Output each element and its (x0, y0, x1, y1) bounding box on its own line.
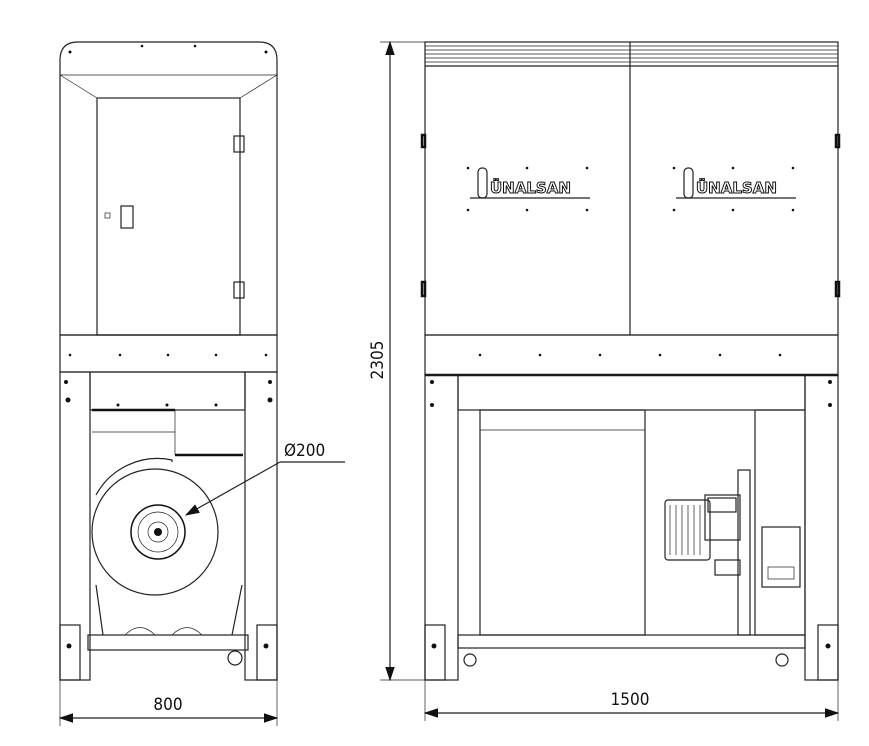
access-door (96, 97, 241, 336)
front-leg-left (424, 374, 459, 681)
hinge-bottom (233, 281, 245, 299)
middle-band (59, 334, 278, 373)
front-leg-right (804, 374, 839, 681)
width-1500-label: 1500 (611, 690, 650, 710)
filter-drawer (479, 409, 646, 636)
outlet-diameter-label: Ø200 (284, 441, 325, 461)
leg-right (244, 371, 278, 681)
door-handle (120, 205, 134, 229)
caster-right (775, 653, 789, 667)
fan-housing (91, 468, 219, 596)
width-800-label: 800 (153, 695, 182, 715)
caster-left (463, 653, 477, 667)
height-2305-label: 2305 (368, 341, 388, 380)
leg-left (59, 371, 91, 681)
front-view: ÜNALSAN ÜNALSAN (368, 40, 841, 721)
svg-text:ÜNALSAN: ÜNALSAN (696, 178, 777, 197)
fan-scroll (95, 457, 173, 496)
brand-logo-left: ÜNALSAN (466, 166, 590, 212)
svg-text:ÜNALSAN: ÜNALSAN (490, 178, 571, 197)
bottom-rail (87, 634, 249, 651)
fan-housing-front (754, 409, 806, 636)
caster (227, 650, 243, 666)
hinge-top (233, 135, 245, 153)
filter-housing-side (59, 41, 278, 336)
side-view: Ø200 800 (58, 41, 345, 726)
motor (664, 469, 751, 636)
brand-logo-right: ÜNALSAN (672, 166, 796, 212)
front-bottom-rail (457, 634, 806, 649)
